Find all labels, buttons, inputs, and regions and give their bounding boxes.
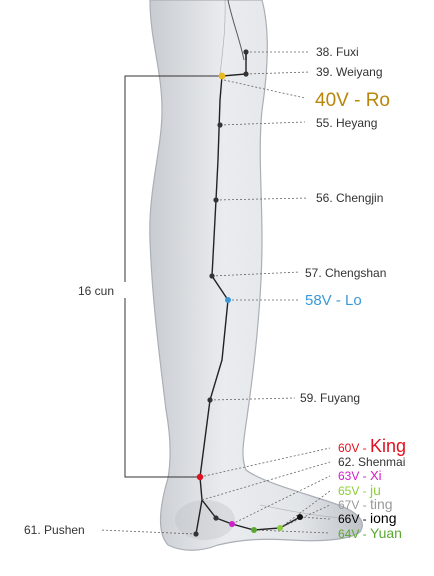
- label-p39: 39. Weiyang: [316, 65, 383, 79]
- point-marker-57: [209, 273, 215, 279]
- label-p60: 60V - King: [338, 436, 406, 456]
- label-p64: 64V - Yuan: [338, 525, 402, 541]
- label-p60-code: 60V -: [338, 441, 370, 455]
- point-marker-60: [196, 473, 204, 481]
- point-marker-55: [217, 122, 223, 128]
- acupoint-markers: [193, 49, 303, 537]
- cun-bracket: [124, 75, 222, 478]
- label-p66-name: iong: [370, 510, 396, 526]
- label-p65-name: ju: [369, 482, 381, 498]
- point-marker-61: [193, 531, 199, 537]
- point-marker-63: [229, 521, 235, 527]
- label-p58: 58V - Lo: [305, 292, 362, 309]
- point-marker-56: [213, 197, 219, 203]
- label-p65: 65V - ju: [338, 482, 381, 498]
- point-marker-59: [207, 397, 213, 403]
- cun-measure-label: 16 cun: [78, 284, 114, 298]
- point-marker-58: [225, 297, 231, 303]
- label-p55: 55. Heyang: [316, 116, 377, 130]
- label-p38: 38. Fuxi: [316, 45, 359, 59]
- point-marker-62: [213, 515, 219, 521]
- label-p67-code: 67V -: [338, 498, 370, 512]
- label-p67-name: ting: [370, 496, 393, 512]
- point-marker-40: [218, 72, 226, 80]
- label-p63-code: 63V -: [338, 469, 370, 483]
- label-p63: 63V - Xi: [338, 468, 382, 483]
- point-marker-64: [251, 527, 257, 533]
- label-p64-code: 64V -: [338, 527, 370, 541]
- point-marker-39: [243, 71, 249, 77]
- label-p59: 59. Fuyang: [300, 391, 360, 405]
- label-p60-name: King: [370, 436, 406, 456]
- leader-lines: [99, 51, 331, 535]
- label-p40: 40V - Ro: [315, 90, 390, 111]
- point-marker-38: [243, 49, 249, 55]
- label-p61: 61. Pushen: [24, 523, 85, 537]
- label-p65-code: 65V -: [338, 484, 370, 498]
- label-p63-name: Xi: [370, 468, 382, 483]
- label-p57: 57. Chengshan: [305, 266, 386, 280]
- label-p66-code: 66V -: [338, 512, 370, 526]
- foot-point-labels: 60V - King 63V - Xi 65V - ju 67V - ting …: [338, 436, 406, 541]
- label-p66: 66V - iong: [338, 510, 396, 526]
- label-p64-name: Yuan: [370, 525, 402, 541]
- point-marker-65: [277, 525, 283, 531]
- label-p62: 62. Shenmai: [338, 455, 405, 469]
- point-labels: 38. Fuxi 39. Weiyang 40V - Ro 55. Heyang…: [24, 45, 405, 537]
- point-marker-67: [297, 514, 303, 520]
- label-p56: 56. Chengjin: [316, 191, 383, 205]
- leg-silhouette: [149, 0, 363, 551]
- label-p67: 67V - ting: [338, 496, 393, 512]
